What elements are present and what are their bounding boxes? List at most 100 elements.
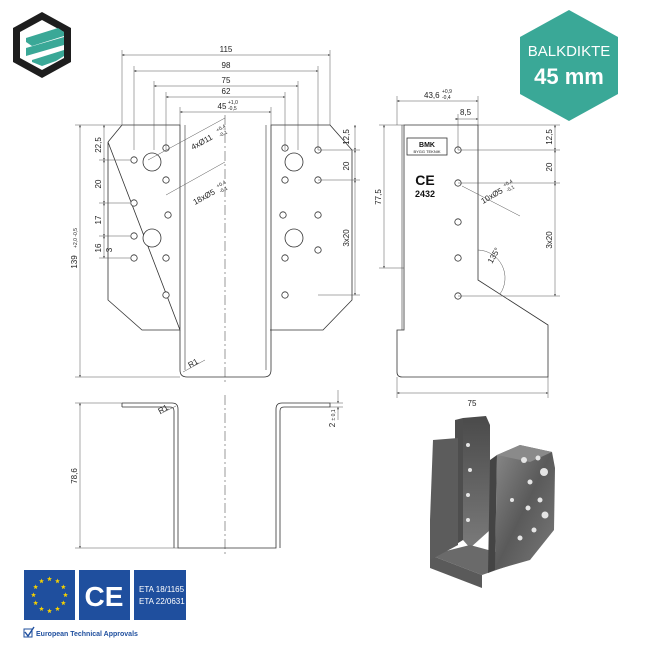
- small-hole: [130, 156, 138, 164]
- small-hole: [314, 211, 322, 219]
- small-hole: [162, 176, 170, 184]
- plate-sub: BYGG TEKNIK: [413, 149, 440, 154]
- dim-139-tol: +2,0 -0,5: [73, 228, 79, 248]
- hole-small-tol-top: +0,4: [216, 180, 228, 190]
- badge-hexagon: [520, 10, 618, 121]
- render-hole: [468, 468, 472, 472]
- bottom-dim-78-6: 78,6: [70, 468, 79, 484]
- logo-stripe-1: [26, 28, 64, 46]
- logo-stripe-2: [26, 37, 64, 56]
- side-dim-20: 20: [545, 162, 554, 171]
- side-dim-12-5: 12,5: [545, 129, 554, 145]
- hole-large-tol-bot: -0,1: [218, 129, 229, 139]
- eu-star-icon: [33, 584, 39, 590]
- side-hole-tol-bot: -0,1: [505, 184, 516, 194]
- render-hole: [535, 455, 541, 461]
- badge-value: 45 mm: [534, 64, 604, 89]
- bottom-dim-2: 2: [328, 422, 337, 427]
- dim-98: 98: [222, 61, 231, 70]
- dim-62: 62: [222, 87, 231, 96]
- side-angle-label: 135°: [486, 246, 502, 265]
- ce-box: [79, 570, 130, 620]
- front-view-dimensions: [75, 50, 360, 378]
- render-hole: [531, 527, 537, 533]
- bottom-view-labels: 78,6 R1 2 ± 0,1: [70, 403, 337, 484]
- render-hole: [540, 468, 548, 476]
- dim-115: 115: [220, 45, 233, 54]
- eu-star-icon: [55, 606, 60, 611]
- approval-caption: European Technical Approvals: [36, 631, 138, 638]
- dim-right-20: 20: [342, 161, 351, 170]
- eu-star-icon: [63, 592, 68, 598]
- side-plate-outline: [396, 124, 549, 378]
- large-hole: [284, 152, 304, 172]
- small-hole: [130, 232, 138, 240]
- logo-stripe-3: [32, 50, 64, 66]
- dim-22-5: 22,5: [94, 137, 103, 153]
- front-radius-label: R1: [187, 357, 201, 370]
- small-hole: [279, 211, 287, 219]
- front-view-labels: 115 98 75 62 45 +1,0 -0,5 139 +2,0 -0,5 …: [70, 45, 351, 370]
- dim-75: 75: [222, 76, 231, 85]
- certification-logos: CE ETA 18/1165 ETA 22/0631 European Tech…: [23, 570, 186, 638]
- render-hole: [510, 498, 514, 502]
- check-icon: [24, 626, 35, 638]
- eu-stars: [31, 576, 68, 614]
- side-view-holes: [454, 146, 462, 300]
- dim-20: 20: [94, 179, 103, 188]
- brand-plate: [406, 137, 448, 156]
- dim-45-tol-bot: -0,5: [228, 106, 237, 112]
- eta-box: [134, 570, 186, 620]
- product-render: [430, 416, 555, 588]
- eu-star-icon: [47, 576, 52, 582]
- side-dim-77-5: 77,5: [374, 189, 383, 205]
- plate-ce-mark: CE: [415, 172, 434, 188]
- dim-right-3x20: 3x20: [342, 229, 351, 247]
- side-hole: [454, 254, 462, 262]
- side-dim-43-6: 43,6: [424, 91, 440, 100]
- brand-logo: [13, 12, 71, 78]
- eu-star-icon: [31, 592, 36, 598]
- render-hole: [541, 511, 549, 519]
- small-hole: [162, 254, 170, 262]
- eta-line-2: ETA 22/0631: [139, 597, 185, 606]
- small-hole: [281, 254, 289, 262]
- eu-star-icon: [33, 600, 39, 606]
- render-hole: [517, 535, 523, 541]
- small-hole: [130, 199, 138, 207]
- render-hole: [537, 497, 543, 503]
- side-hole-label: 10xØ5: [480, 186, 505, 206]
- render-hole: [527, 479, 533, 485]
- small-hole: [314, 246, 322, 254]
- eta-line-1: ETA 18/1165: [139, 585, 185, 594]
- render-hole: [525, 505, 531, 511]
- eu-star-icon: [55, 578, 60, 584]
- render-hole: [466, 443, 470, 447]
- plate-brand: BMK: [419, 142, 435, 149]
- dim-45-tol-top: +1,0: [228, 100, 238, 106]
- small-hole: [162, 291, 170, 299]
- hole-small-label: 18xØ5: [192, 187, 217, 207]
- small-hole: [130, 254, 138, 262]
- dim-139: 139: [70, 255, 79, 269]
- bottom-radius-label: R1: [157, 403, 171, 416]
- bottom-outline: [122, 402, 331, 549]
- hole-small-tol-bot: -0,1: [219, 185, 230, 195]
- product-render-holes: [466, 443, 549, 541]
- render-hole: [466, 493, 470, 497]
- large-hole: [284, 228, 304, 248]
- side-dim-43-6-tol-bot: -0,4: [442, 95, 451, 101]
- side-view: BMK BYGG TEKNIK CE 2432: [396, 124, 549, 378]
- side-view-labels: 43,6 +0,9 -0,4 8,5 77,5 12,5 20 3x20 10x…: [374, 89, 554, 408]
- badge-label: BALKDIKTE: [528, 43, 611, 60]
- hole-large-tol-top: +0,4: [215, 124, 227, 134]
- large-hole: [142, 228, 162, 248]
- bottom-dim-2-tol: ± 0,1: [331, 409, 337, 420]
- eu-star-icon: [60, 584, 66, 590]
- dim-17: 17: [94, 215, 103, 224]
- side-dim-43-6-tol-top: +0,9: [442, 89, 452, 95]
- eu-star-icon: [39, 606, 44, 611]
- large-hole: [142, 152, 162, 172]
- eu-star-icon: [39, 578, 44, 584]
